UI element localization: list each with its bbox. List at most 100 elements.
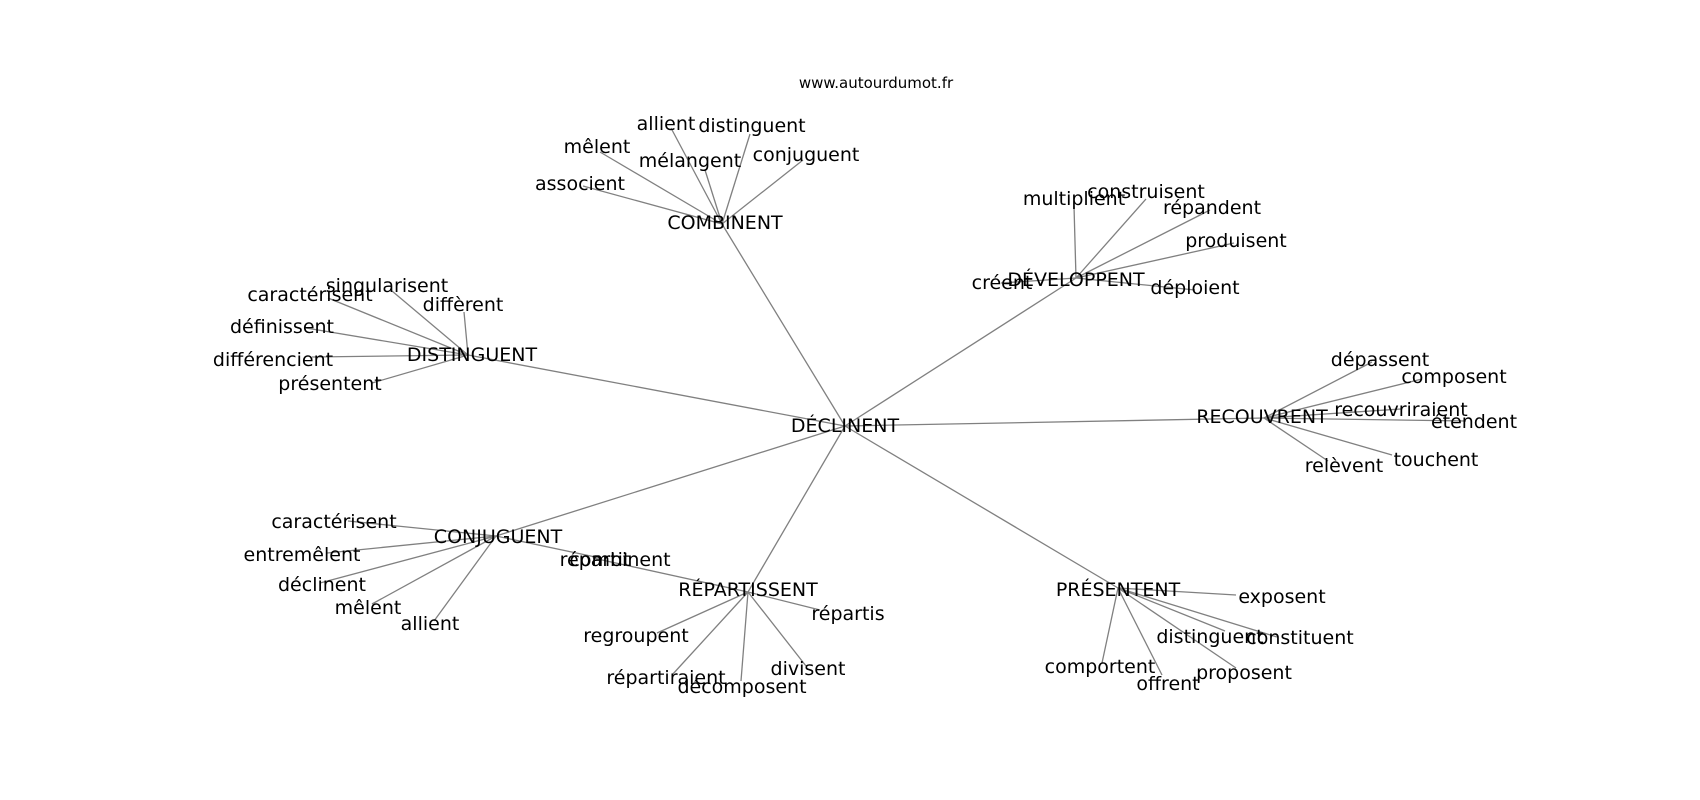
edge-conjuguent-0 bbox=[347, 520, 497, 537]
leaf-word-combinent-2[interactable]: mêlent bbox=[564, 136, 631, 158]
leaf-word-distinguent-5[interactable]: présentent bbox=[278, 373, 381, 395]
edge-developpent-3 bbox=[1075, 242, 1235, 279]
edge-center-developpent bbox=[844, 277, 1077, 427]
edge-presentent-4 bbox=[1117, 587, 1237, 669]
edge-developpent-4 bbox=[1000, 277, 1077, 284]
edge-recouvrent-0 bbox=[1263, 361, 1373, 419]
edge-repartissent-5 bbox=[740, 591, 749, 682]
edge-recouvrent-5 bbox=[1263, 417, 1329, 462]
edge-combinent-3 bbox=[704, 169, 723, 225]
edge-repartissent-2 bbox=[656, 591, 749, 634]
leaf-word-conjuguent-1[interactable]: entremêlent bbox=[244, 544, 361, 566]
edge-recouvrent-2 bbox=[1263, 408, 1402, 419]
edge-distinguent-0 bbox=[391, 290, 469, 356]
edge-developpent-0 bbox=[1073, 205, 1077, 279]
edge-distinguent-2 bbox=[463, 311, 469, 356]
leaf-word-distinguent-0[interactable]: singularisent bbox=[326, 275, 448, 297]
leaf-word-presentent-5[interactable]: offrent bbox=[1136, 673, 1199, 695]
edge-developpent-2 bbox=[1075, 209, 1211, 279]
edge-conjuguent-2 bbox=[319, 535, 497, 584]
leaf-word-distinguent-3[interactable]: définissent bbox=[230, 316, 334, 338]
edge-recouvrent-1 bbox=[1263, 378, 1423, 419]
hub-word-developpent[interactable]: DÉVELOPPENT bbox=[1007, 268, 1145, 291]
edge-distinguent-3 bbox=[305, 327, 469, 356]
leaf-word-developpent-3[interactable]: produisent bbox=[1185, 230, 1287, 252]
leaf-word-combinent-3[interactable]: mélangent bbox=[639, 150, 741, 172]
edge-center-conjuguent bbox=[495, 425, 846, 537]
edge-conjuguent-1 bbox=[326, 535, 497, 554]
edge-conjuguent-4 bbox=[433, 535, 497, 622]
edge-combinent-4 bbox=[721, 159, 804, 225]
leaf-word-conjuguent-0[interactable]: caractérisent bbox=[271, 511, 396, 533]
leaf-word-repartissent-2[interactable]: regroupent bbox=[583, 625, 688, 647]
leaf-word-developpent-5[interactable]: déploient bbox=[1150, 277, 1239, 299]
edge-recouvrent-4 bbox=[1263, 417, 1393, 456]
leaf-word-combinent-4[interactable]: conjuguent bbox=[753, 144, 860, 166]
leaf-word-combinent-0[interactable]: allient bbox=[637, 113, 696, 135]
source-watermark: www.autourdumot.fr bbox=[799, 74, 954, 92]
hub-word-recouvrent[interactable]: RECOUVRENT bbox=[1196, 406, 1328, 428]
edge-presentent-2 bbox=[1117, 587, 1278, 638]
leaf-word-recouvrent-4[interactable]: touchent bbox=[1394, 449, 1479, 471]
leaf-word-developpent-2[interactable]: répandent bbox=[1163, 197, 1261, 219]
edge-conjuguent-3 bbox=[371, 535, 497, 605]
edge-distinguent-5 bbox=[371, 354, 469, 384]
edge-presentent-0 bbox=[1117, 587, 1237, 596]
edge-repartissent-1 bbox=[747, 591, 821, 611]
leaf-word-conjuguent-4[interactable]: allient bbox=[401, 613, 460, 635]
edge-conjuguent-5 bbox=[495, 535, 601, 559]
leaf-word-recouvrent-1[interactable]: composent bbox=[1401, 366, 1506, 388]
leaf-word-distinguent-1[interactable]: caractérisent bbox=[247, 284, 372, 306]
leaf-word-presentent-2[interactable]: constituent bbox=[1246, 627, 1353, 649]
edge-presentent-1 bbox=[1117, 587, 1226, 632]
leaf-word-presentent-3[interactable]: comportent bbox=[1045, 656, 1156, 678]
leaf-word-repartissent-5[interactable]: décomposent bbox=[677, 676, 806, 698]
edge-repartissent-4 bbox=[671, 591, 749, 676]
edge-recouvrent-3 bbox=[1263, 417, 1467, 422]
leaf-word-repartissent-4[interactable]: répartiraient bbox=[606, 667, 725, 689]
edge-repartissent-3 bbox=[747, 591, 807, 667]
edge-presentent-3 bbox=[1101, 587, 1119, 664]
edge-combinent-2 bbox=[599, 151, 723, 225]
leaf-word-distinguent-4[interactable]: différencient bbox=[213, 349, 333, 371]
leaf-word-distinguent-2[interactable]: diffèrent bbox=[423, 294, 504, 316]
leaf-word-recouvrent-0[interactable]: dépassent bbox=[1331, 349, 1429, 371]
center-word[interactable]: DÉCLINENT bbox=[791, 414, 900, 437]
leaf-word-presentent-0[interactable]: exposent bbox=[1238, 586, 1325, 608]
edge-combinent-1 bbox=[721, 133, 751, 225]
edge-developpent-1 bbox=[1075, 198, 1147, 279]
leaf-word-recouvrent-3[interactable]: étendent bbox=[1431, 411, 1517, 433]
leaf-word-combinent-1[interactable]: distinguent bbox=[698, 115, 805, 137]
leaf-word-repartissent-1[interactable]: répartis bbox=[811, 603, 884, 625]
leaf-word-conjuguent-3[interactable]: mêlent bbox=[335, 597, 402, 619]
leaf-word-developpent-1[interactable]: construisent bbox=[1087, 181, 1205, 203]
leaf-word-recouvrent-5[interactable]: relèvent bbox=[1305, 455, 1383, 477]
edge-developpent-5 bbox=[1075, 277, 1196, 291]
edge-distinguent-1 bbox=[327, 297, 469, 356]
edge-presentent-5 bbox=[1117, 587, 1163, 676]
edge-center-distinguent bbox=[467, 354, 846, 427]
edge-center-recouvrent bbox=[844, 417, 1265, 427]
hub-word-presentent[interactable]: PRÉSENTENT bbox=[1056, 578, 1181, 601]
edge-center-combinent bbox=[721, 223, 846, 427]
hub-word-conjuguent[interactable]: CONJUGUENT bbox=[434, 526, 563, 548]
edge-combinent-0 bbox=[670, 127, 723, 225]
hub-word-distinguent[interactable]: DISTINGUENT bbox=[407, 344, 538, 366]
leaf-word-conjuguent-5[interactable]: combinent bbox=[569, 549, 670, 571]
leaf-word-conjuguent-2[interactable]: déclinent bbox=[278, 574, 366, 596]
leaf-word-developpent-4[interactable]: créent bbox=[972, 272, 1033, 294]
leaf-word-repartissent-3[interactable]: divisent bbox=[771, 658, 846, 680]
leaf-word-combinent-5[interactable]: associent bbox=[535, 173, 625, 195]
leaf-word-developpent-0[interactable]: multiplient bbox=[1023, 188, 1125, 210]
leaf-word-presentent-4[interactable]: proposent bbox=[1196, 662, 1292, 684]
leaf-word-recouvrent-2[interactable]: recouvriraient bbox=[1334, 399, 1467, 421]
graph-edges bbox=[305, 127, 1467, 682]
edge-distinguent-4 bbox=[311, 354, 469, 358]
hub-word-repartissent[interactable]: RÉPARTISSENT bbox=[678, 578, 818, 601]
leaf-word-presentent-1[interactable]: distinguent bbox=[1156, 626, 1263, 648]
leaf-word-repartissent-0[interactable]: répartit bbox=[560, 549, 631, 571]
edge-combinent-5 bbox=[582, 185, 723, 225]
hub-word-combinent[interactable]: COMBINENT bbox=[667, 212, 783, 234]
